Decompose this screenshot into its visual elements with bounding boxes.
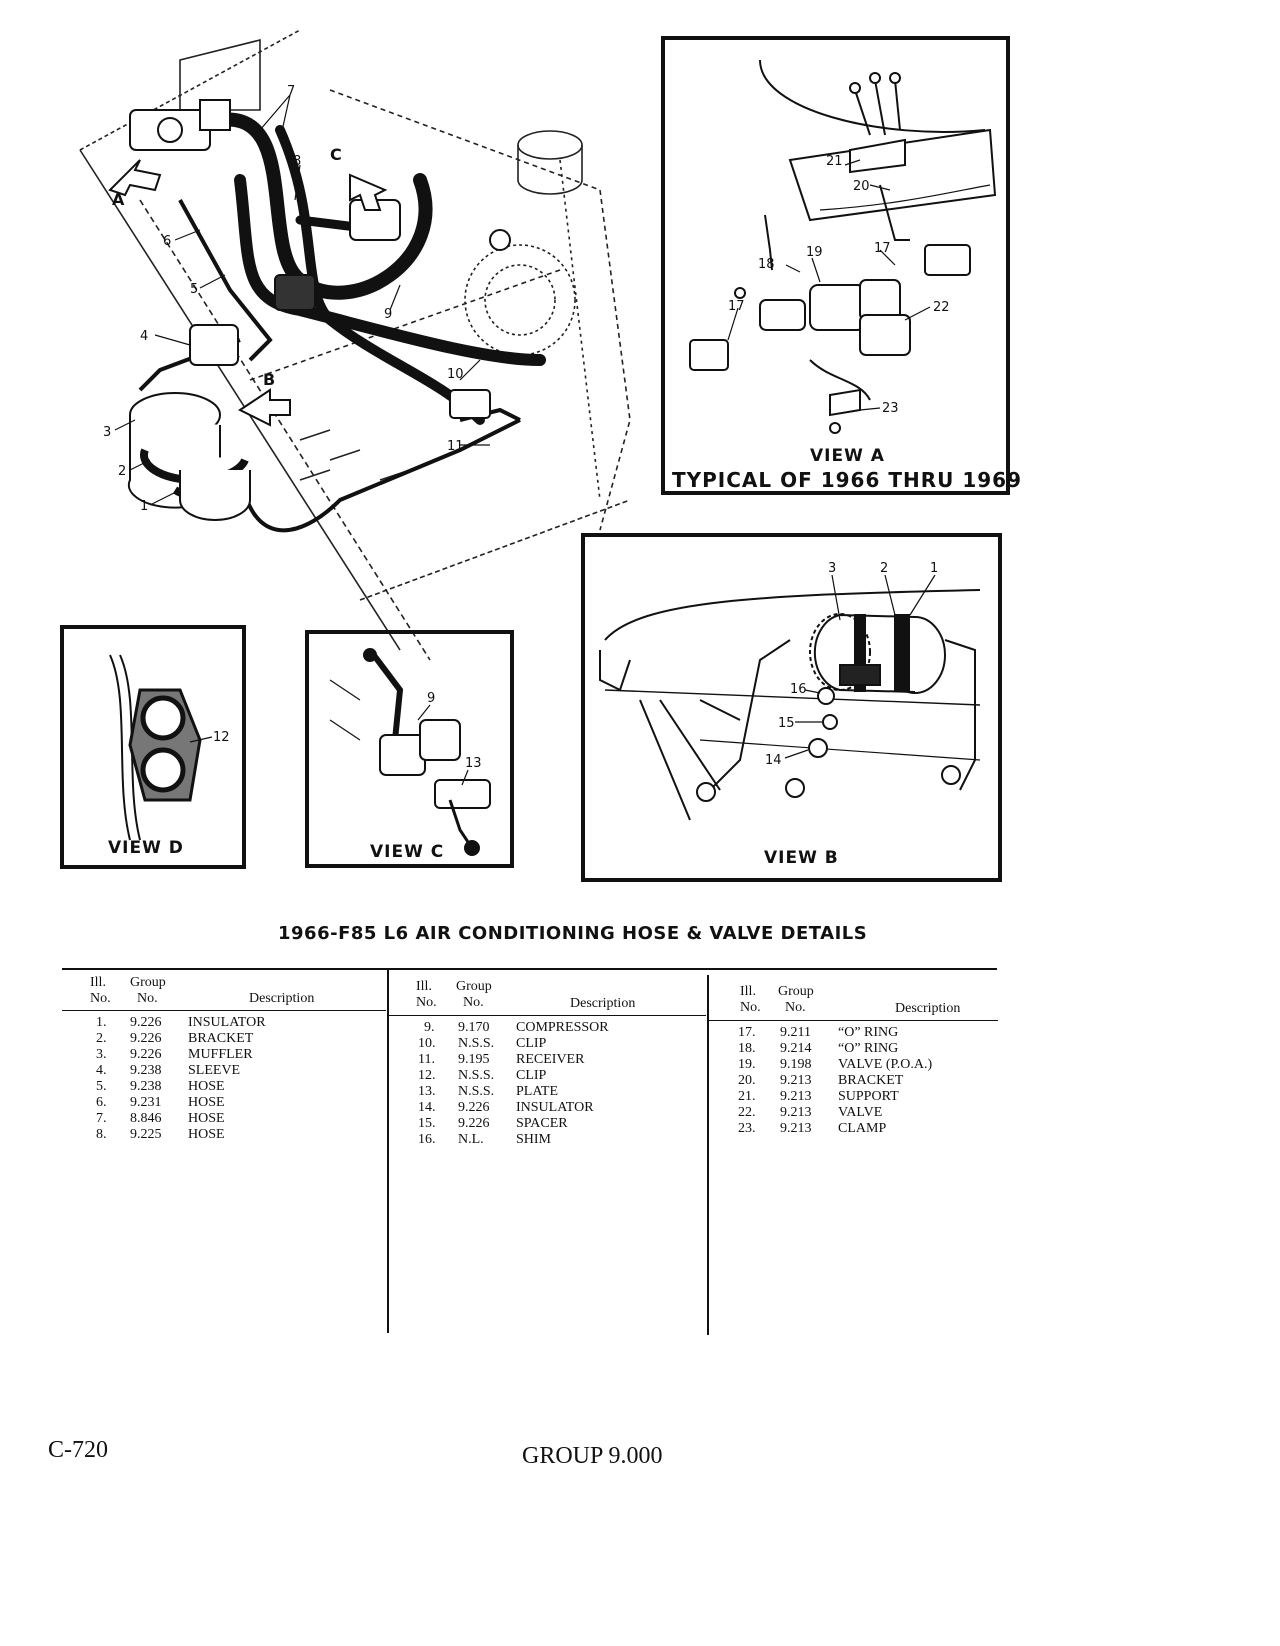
view-b-frame bbox=[581, 533, 1002, 882]
view-arrows bbox=[108, 159, 388, 427]
svg-text:12: 12 bbox=[213, 730, 230, 745]
view-a-label: VIEW A bbox=[810, 446, 885, 466]
arrow-a-icon bbox=[108, 159, 162, 197]
view-c-frame bbox=[305, 630, 514, 868]
view-c-callouts: 9 13 bbox=[427, 691, 482, 771]
view-a-callouts: 17 18 19 17 20 21 22 23 bbox=[728, 154, 950, 416]
compressor-fittings bbox=[129, 99, 511, 419]
svg-text:10: 10 bbox=[447, 367, 464, 382]
svg-text:22: 22 bbox=[933, 300, 950, 315]
table-top-rule bbox=[62, 968, 997, 970]
header-rule bbox=[708, 1020, 998, 1021]
header-ill: Ill.No. bbox=[416, 979, 437, 1010]
svg-text:16: 16 bbox=[790, 682, 807, 697]
view-c-leaders bbox=[417, 704, 469, 786]
view-a-subtitle: TYPICAL OF 1966 THRU 1969 bbox=[672, 468, 1022, 492]
svg-text:B: B bbox=[263, 370, 275, 389]
svg-text:2: 2 bbox=[880, 561, 888, 576]
page-number: C-720 bbox=[48, 1437, 108, 1463]
header-rule bbox=[62, 1010, 386, 1011]
column-divider bbox=[707, 975, 709, 1335]
svg-text:4: 4 bbox=[140, 329, 148, 344]
svg-text:11: 11 bbox=[447, 439, 464, 454]
svg-text:21: 21 bbox=[826, 154, 843, 169]
svg-text:18: 18 bbox=[758, 257, 775, 272]
view-a-drawing bbox=[689, 59, 997, 434]
svg-text:1: 1 bbox=[930, 561, 938, 576]
muffler-part bbox=[127, 392, 251, 521]
svg-text:9: 9 bbox=[384, 307, 392, 322]
svg-text:17: 17 bbox=[728, 299, 745, 314]
view-d-leaders bbox=[189, 736, 213, 743]
svg-text:6: 6 bbox=[163, 234, 171, 249]
view-b-label: VIEW B bbox=[764, 848, 839, 868]
main-callout-numbers: 1 2 3 4 5 6 7 8 9 10 11 A B C bbox=[103, 84, 464, 514]
view-c-label: VIEW C bbox=[370, 842, 445, 862]
svg-text:C: C bbox=[330, 145, 342, 164]
svg-text:13: 13 bbox=[465, 756, 482, 771]
view-a-leaders bbox=[727, 159, 931, 411]
svg-text:9: 9 bbox=[427, 691, 435, 706]
svg-text:3: 3 bbox=[828, 561, 836, 576]
view-d-drawing bbox=[109, 654, 202, 841]
svg-text:20: 20 bbox=[853, 179, 870, 194]
view-b-callouts: 3 2 1 16 15 14 bbox=[765, 561, 938, 768]
svg-text:19: 19 bbox=[806, 245, 823, 260]
view-d-frame bbox=[60, 625, 246, 869]
svg-text:15: 15 bbox=[778, 716, 795, 731]
header-ill: Ill.No. bbox=[90, 975, 111, 1006]
header-rule bbox=[388, 1015, 706, 1016]
group-label: GROUP 9.000 bbox=[522, 1443, 663, 1469]
header-description: Description bbox=[895, 1001, 961, 1016]
header-description: Description bbox=[570, 996, 636, 1011]
header-description: Description bbox=[249, 991, 315, 1006]
view-a-frame bbox=[661, 36, 1010, 495]
view-b-leaders bbox=[784, 574, 936, 759]
leader-lines bbox=[114, 94, 490, 506]
view-d-callouts: 12 bbox=[213, 730, 230, 745]
svg-text:3: 3 bbox=[103, 425, 111, 440]
svg-text:5: 5 bbox=[190, 282, 198, 297]
view-c-drawing bbox=[329, 648, 491, 856]
svg-text:8: 8 bbox=[293, 154, 301, 169]
view-d-label: VIEW D bbox=[108, 838, 184, 858]
sleeve-part bbox=[189, 274, 316, 366]
svg-text:23: 23 bbox=[882, 401, 899, 416]
column-divider bbox=[387, 968, 389, 1333]
svg-text:A: A bbox=[112, 190, 125, 209]
figure-caption: 1966-F85 L6 AIR CONDITIONING HOSE & VALV… bbox=[278, 923, 868, 944]
svg-text:17: 17 bbox=[874, 241, 891, 256]
arrow-c-icon bbox=[349, 173, 388, 211]
svg-text:2: 2 bbox=[118, 464, 126, 479]
view-b-drawing bbox=[599, 589, 981, 821]
svg-text:14: 14 bbox=[765, 753, 782, 768]
header-ill: Ill.No. bbox=[740, 984, 761, 1015]
parts-illustration: 1 2 3 4 5 6 7 8 9 10 11 A B C bbox=[60, 29, 1010, 882]
svg-text:1: 1 bbox=[140, 499, 148, 514]
arrow-b-icon bbox=[238, 388, 291, 427]
svg-text:7: 7 bbox=[287, 84, 295, 99]
engine-bay-sketch bbox=[79, 29, 631, 661]
